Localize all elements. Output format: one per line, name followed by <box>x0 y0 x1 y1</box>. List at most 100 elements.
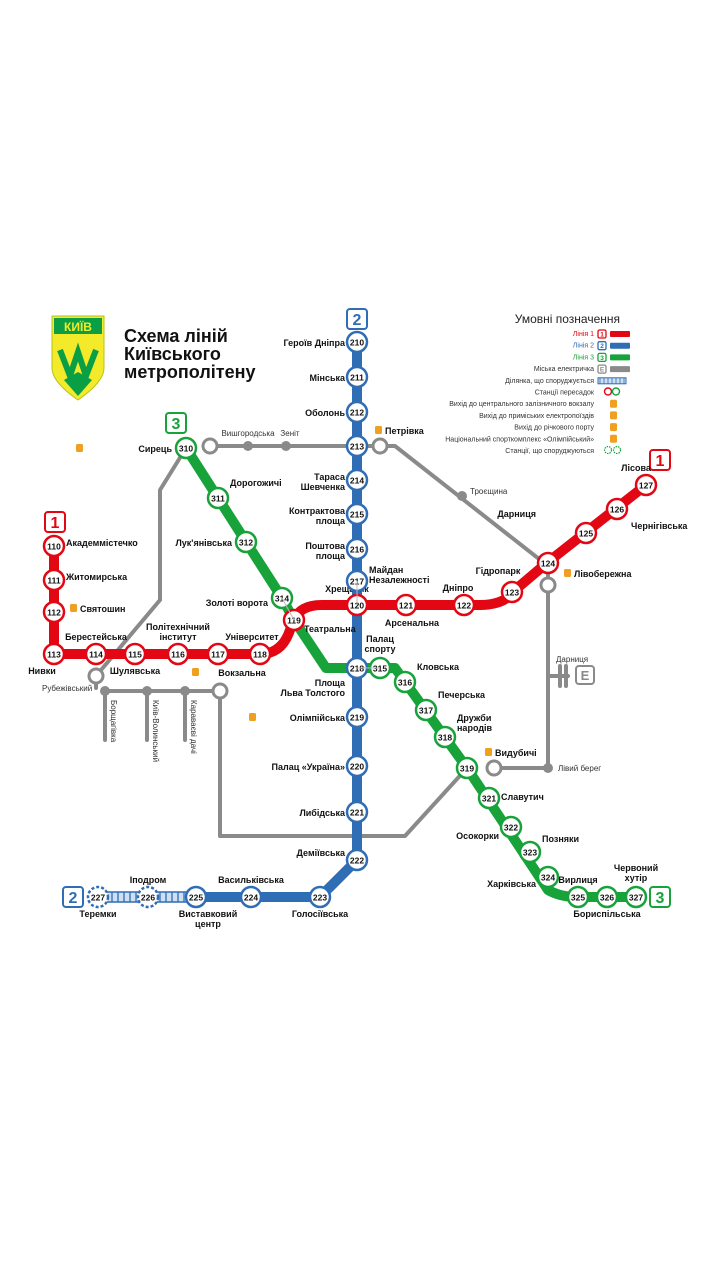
line-badge-2-bottom: 2 <box>62 886 84 908</box>
station-number: 215 <box>350 509 364 519</box>
station-marker <box>136 885 160 909</box>
station-marker <box>452 593 476 617</box>
station-marker <box>595 885 619 909</box>
station-marker <box>518 840 542 864</box>
station-211[interactable]: 211 Мінська <box>310 365 369 389</box>
station-marker <box>345 502 369 526</box>
svg-text:E: E <box>581 668 590 683</box>
exit-icon <box>249 713 256 721</box>
logo-city-text: КИЇВ <box>64 319 92 334</box>
exit-icon <box>76 444 83 452</box>
station-number: 213 <box>350 441 364 451</box>
rail-label-kyiv-volynskyi: Київ-Волинський <box>151 700 160 762</box>
station-number: 211 <box>350 372 364 382</box>
station-name: Васильківська <box>218 875 285 885</box>
exit-icon <box>485 748 492 756</box>
station-marker <box>86 885 110 909</box>
station-name: Мінська <box>310 373 346 383</box>
station-number: 225 <box>189 892 203 902</box>
rail-label-zenit: Зеніт <box>280 429 299 438</box>
station-number: 112 <box>47 607 61 617</box>
station-number: 316 <box>398 677 412 687</box>
kyiv-metro-logo: КИЇВ <box>51 315 105 401</box>
station-316[interactable]: 316 Кловська <box>393 662 460 694</box>
station-number: 326 <box>600 892 614 902</box>
station-number: 220 <box>350 761 364 771</box>
transfer-connector <box>281 597 295 621</box>
station-name: Бориспільська <box>573 909 641 919</box>
legend-label: Станції пересадок <box>535 389 595 397</box>
svg-text:2: 2 <box>69 890 78 907</box>
station-name: Університет <box>225 632 279 642</box>
station-name: Нивки <box>28 666 56 676</box>
station-name-line-1: Виставковий <box>179 909 237 919</box>
station-marker <box>345 848 369 872</box>
station-name-line-1: Тараса <box>314 472 346 482</box>
station-name-line-1: Площа <box>315 678 346 688</box>
station-name: Вирлиця <box>558 875 597 885</box>
station-number: 312 <box>239 537 253 547</box>
rail-label-borshchahivka: Борщагівка <box>109 700 118 743</box>
station-marker <box>239 885 263 909</box>
station-marker <box>174 436 198 460</box>
station-name: Чернігівська <box>631 521 688 531</box>
station-number: 216 <box>350 544 364 554</box>
station-number: 110 <box>47 541 61 551</box>
legend-item-5: Ділянка, що споруджується <box>505 377 627 385</box>
station-name: Кловська <box>417 662 460 672</box>
station-name-line-2: Незалежності <box>369 575 429 585</box>
legend-badge: 2 <box>600 343 604 350</box>
station-number: 115 <box>128 649 142 659</box>
station-name: Шулявська <box>110 666 161 676</box>
svg-text:3: 3 <box>172 416 181 433</box>
